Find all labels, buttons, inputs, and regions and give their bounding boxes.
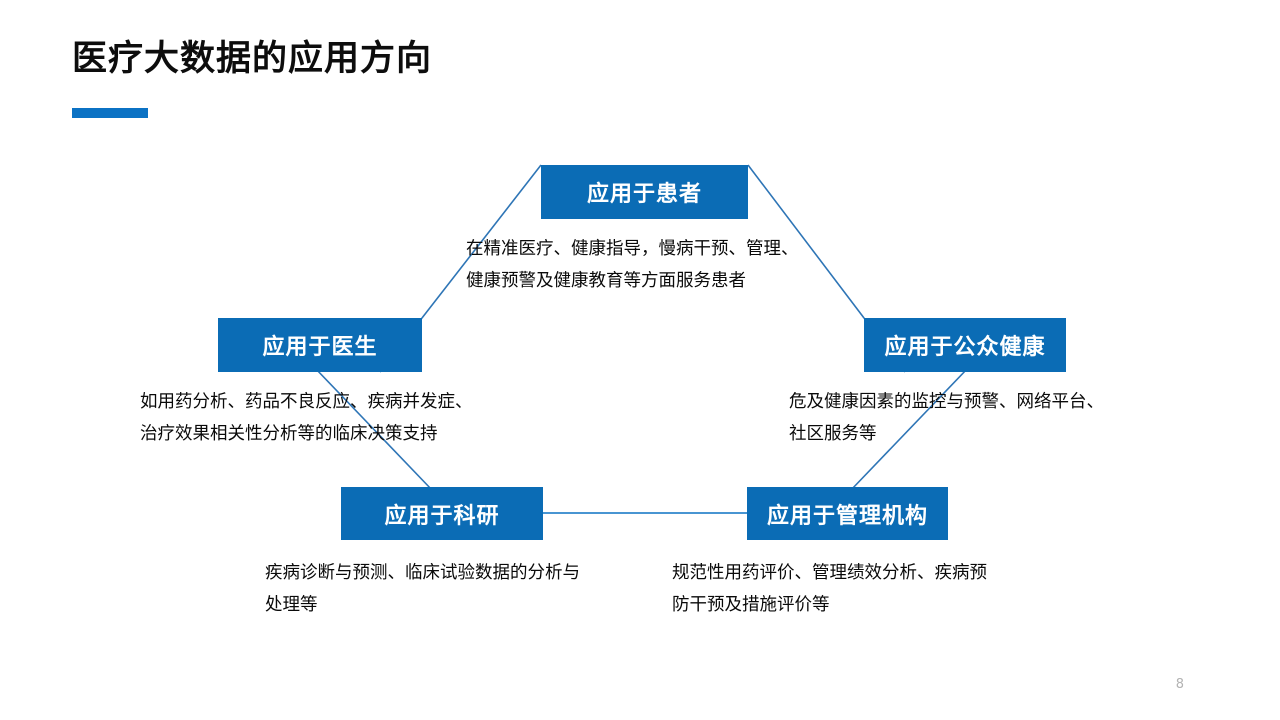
node-research-description: 疾病诊断与预测、临床试验数据的分析与 处理等 xyxy=(265,563,580,616)
node-patient[interactable]: 应用于患者 xyxy=(541,165,748,219)
node-admin-organization[interactable]: 应用于管理机构 xyxy=(747,487,948,540)
node-admin-organization-description: 规范性用药评价、管理绩效分析、疾病预 防干预及措施评价等 xyxy=(672,563,987,616)
page-title: 医疗大数据的应用方向 xyxy=(72,39,433,79)
node-doctor-description: 如用药分析、药品不良反应、疾病并发症、 治疗效果相关性分析等的临床决策支持 xyxy=(140,392,473,445)
node-patient-description: 在精准医疗、健康指导，慢病干预、管理、 健康预警及健康教育等方面服务患者 xyxy=(466,239,799,292)
node-public-health[interactable]: 应用于公众健康 xyxy=(864,318,1066,372)
title-underline-accent xyxy=(72,108,148,118)
node-public-health-description: 危及健康因素的监控与预警、网络平台、 社区服务等 xyxy=(789,392,1104,445)
node-research[interactable]: 应用于科研 xyxy=(341,487,543,540)
node-doctor[interactable]: 应用于医生 xyxy=(218,318,422,372)
page-number: 8 xyxy=(1175,677,1184,692)
